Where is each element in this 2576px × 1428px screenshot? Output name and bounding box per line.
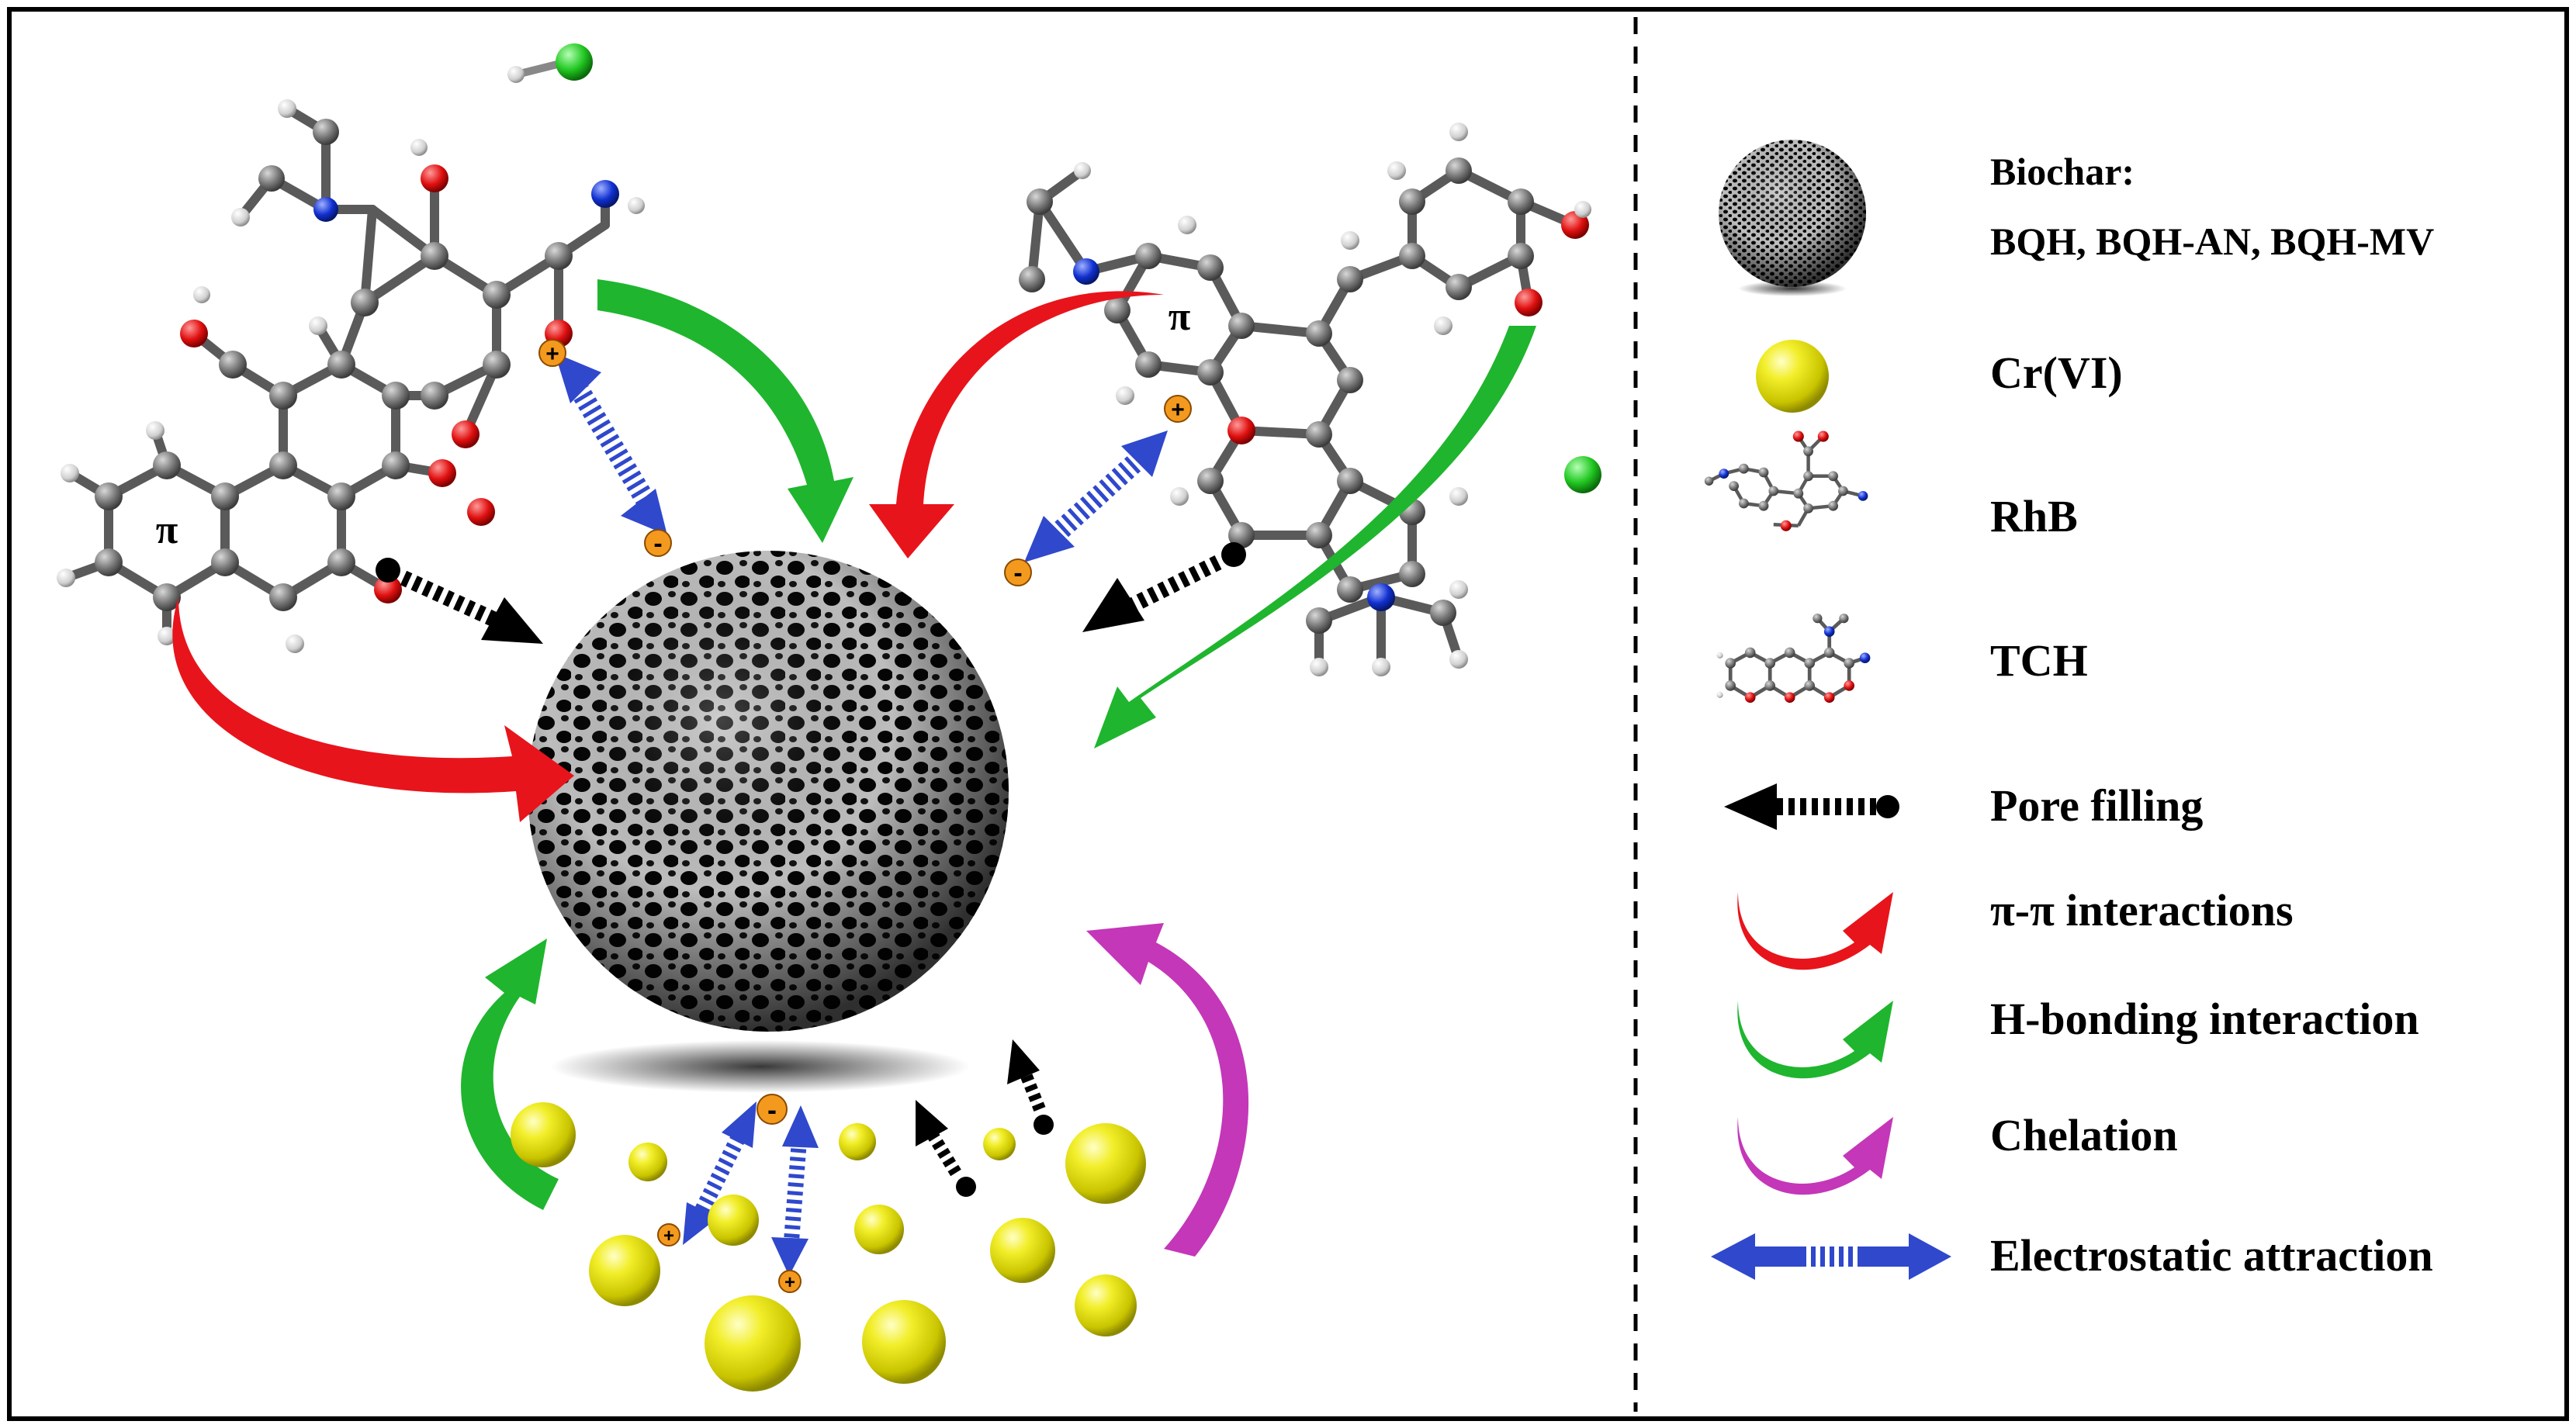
h-bond-arrow-top [597,279,853,543]
legend-tch-icon [1716,614,1871,703]
legend-cr-icon [1756,340,1829,413]
legend-cr-label: Cr(VI) [1990,347,2123,398]
charge-plus-cr-2: + [778,1270,802,1293]
charge-plus-cr-1: + [657,1223,680,1246]
svg-text:-: - [1013,558,1022,588]
charge-badges: + - + - - + + [538,339,1192,1293]
svg-text:+: + [784,1272,795,1293]
hcl-molecule [507,43,593,83]
chelation-arrow [1086,923,1249,1257]
outer-border [7,7,2569,1421]
tch-pi-label: π [156,508,178,552]
legend-pi-pi-icon [1737,892,1893,970]
legend-pore-filling-label: Pore filling [1990,780,2204,831]
pore-filling-arrow-bottom-1 [916,1100,976,1197]
legend-rhb-icon [1704,430,1868,531]
svg-text:+: + [663,1226,674,1246]
electrostatic-arrow-cr-1 [683,1101,757,1245]
svg-text:-: - [653,529,662,558]
legend-electrostatic-label: Electrostatic attraction [1990,1230,2433,1281]
svg-text:+: + [545,341,559,367]
rhb-pi-label: π [1169,295,1191,339]
tch-molecule: π [57,99,645,653]
charge-plus-rhb: + [1164,395,1192,423]
legend-electrostatic-icon [1711,1233,1951,1280]
charge-minus-biochar-3: - [757,1094,788,1125]
legend-tch-label: TCH [1990,635,2088,686]
charge-minus-biochar-1: - [644,529,672,558]
electrostatic-arrow-rhb [1024,430,1168,562]
legend-h-bonding-label: H-bonding interaction [1990,994,2419,1044]
pore-filling-arrow-right [1082,542,1246,632]
legend-h-bonding-icon [1737,1001,1893,1079]
pi-pi-arrow-right [869,291,1164,558]
legend-biochar-icon [1719,140,1866,296]
electrostatic-arrow-tch [555,353,667,535]
electrostatic-arrow-cr-2 [771,1105,819,1276]
charge-minus-biochar-2: - [1004,558,1032,588]
pi-pi-arrow-left [172,597,574,822]
svg-text:-: - [767,1094,777,1125]
chloride-ion [1564,456,1601,493]
legend-chelation-label: Chelation [1990,1110,2178,1160]
legend-chelation-icon [1737,1117,1893,1195]
legend-biochar-types: BQH, BQH-AN, BQH-MV [1990,220,2435,263]
h-bond-arrow-right [1094,326,1536,749]
legend-pore-filling-icon [1724,783,1899,830]
pore-filling-arrow-left [376,558,543,644]
legend-biochar-title: Biochar: [1990,150,2135,193]
svg-text:+: + [1171,397,1185,423]
biochar-sphere [528,551,1009,1093]
pore-filling-arrow-bottom-2 [1007,1039,1054,1135]
cr-vi-ions [511,1102,1146,1392]
h-bond-arrow-bottom [461,939,559,1210]
legend-rhb-label: RhB [1990,491,2078,541]
legend-pi-pi-label: π-π interactions [1990,885,2294,935]
rhb-molecule: π [1019,123,1591,676]
charge-plus-tch: + [538,339,566,367]
